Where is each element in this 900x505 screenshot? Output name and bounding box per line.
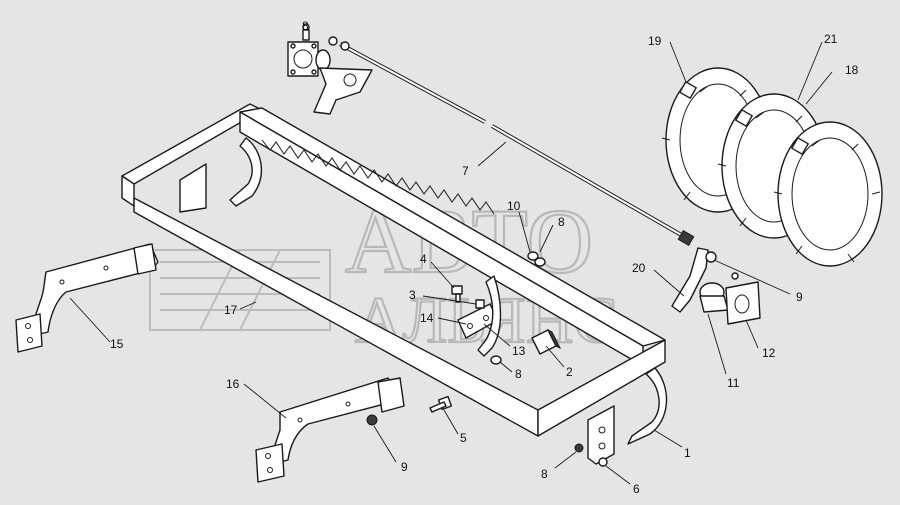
nut-8-upper — [527, 251, 546, 267]
callout-9-right: 9 — [796, 290, 803, 304]
leader-1 — [653, 429, 683, 448]
callout-17: 17 — [224, 303, 238, 317]
callout-20: 20 — [632, 261, 646, 275]
callout-2: 2 — [566, 365, 573, 379]
callout-6: 6 — [633, 482, 640, 496]
bearing-11 — [699, 282, 729, 313]
leader-3 — [422, 295, 477, 305]
leader-8b — [499, 361, 513, 373]
leader-17 — [239, 301, 257, 310]
leader-7 — [477, 141, 507, 167]
callout-19: 19 — [648, 34, 662, 48]
leader-2 — [545, 345, 565, 368]
callout-8-lower: 8 — [541, 467, 548, 481]
main-frame-17 — [121, 103, 666, 437]
nut-9-right — [705, 251, 717, 263]
wheel-spacers — [679, 81, 809, 155]
wheel-assembly-18 — [661, 67, 883, 267]
spring-tine-1 — [627, 367, 668, 445]
axle-rod-7 — [339, 42, 695, 247]
callout-10: 10 — [507, 199, 521, 213]
leader-14 — [437, 317, 467, 325]
callout-13: 13 — [512, 344, 526, 358]
leader-20 — [653, 269, 685, 297]
callout-11: 11 — [727, 376, 740, 390]
tine-left — [229, 137, 263, 207]
callout-labels: 1 2 3 4 5 6 7 8 8 8 8 9 9 10 11 12 13 14… — [110, 19, 859, 496]
callout-18: 18 — [845, 63, 859, 77]
callout-8-middle: 8 — [515, 367, 522, 381]
support-bracket-16 — [255, 377, 405, 483]
leader-12 — [745, 319, 759, 349]
leader-15 — [69, 297, 111, 343]
nut-8-middle — [490, 355, 502, 365]
callout-7: 7 — [462, 164, 469, 178]
callout-16: 16 — [226, 377, 240, 391]
nut-9-lower — [366, 414, 378, 426]
leader-8a — [539, 224, 554, 253]
callout-9-lower: 9 — [401, 460, 408, 474]
callout-14: 14 — [420, 311, 434, 325]
leader-18 — [805, 71, 833, 105]
leader-6 — [605, 465, 631, 485]
callout-5: 5 — [460, 431, 467, 445]
bracket-plate-2 — [531, 328, 562, 355]
wheel-3 — [773, 121, 883, 267]
leader-5 — [443, 409, 459, 435]
support-bracket-15 — [15, 243, 159, 353]
tine-13 — [477, 275, 502, 357]
callout-21: 21 — [824, 32, 838, 46]
bolt-6 — [598, 457, 608, 467]
flange-12 — [725, 272, 761, 325]
callout-8-top: 8 — [302, 19, 309, 33]
leader-19 — [669, 41, 687, 83]
callout-12: 12 — [762, 346, 776, 360]
top-bearing-bracket — [287, 23, 373, 115]
leader-8c — [554, 451, 577, 469]
leader-10 — [518, 211, 531, 253]
right-end-bracket — [587, 405, 615, 465]
callout-1: 1 — [684, 446, 691, 460]
callout-3: 3 — [409, 288, 416, 302]
bolt-5 — [429, 395, 453, 413]
callout-8-upper: 8 — [558, 215, 565, 229]
leader-16 — [243, 383, 287, 419]
leader-9a — [373, 425, 397, 463]
callout-15: 15 — [110, 337, 124, 351]
bolt-3 — [475, 299, 485, 309]
leader-4 — [430, 261, 455, 289]
leader-21 — [797, 41, 823, 101]
leader-11 — [707, 313, 727, 375]
callout-4: 4 — [420, 252, 427, 266]
leader-lines — [69, 30, 833, 485]
leader-13 — [483, 323, 511, 347]
nut-8-lower — [574, 443, 584, 453]
leader-9b — [713, 259, 791, 295]
